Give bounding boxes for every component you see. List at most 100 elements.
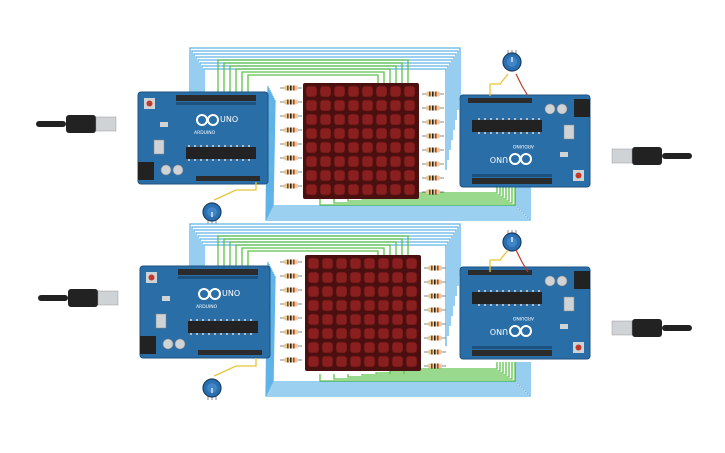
led	[361, 85, 374, 98]
wire	[195, 56, 455, 130]
led	[321, 327, 334, 340]
resistor	[279, 259, 303, 265]
board-brand: ARDUINO	[194, 130, 216, 136]
resistor	[421, 175, 445, 181]
potentiometer-top-left[interactable]	[202, 202, 222, 225]
led	[405, 341, 418, 354]
led	[333, 113, 346, 126]
led	[349, 355, 362, 368]
led	[347, 155, 360, 168]
resistor	[421, 147, 445, 153]
wire	[347, 362, 510, 378]
led	[361, 155, 374, 168]
wire	[229, 65, 397, 96]
led	[377, 257, 390, 270]
led	[307, 341, 320, 354]
wire	[268, 91, 525, 215]
wire	[247, 74, 379, 96]
led	[335, 271, 348, 284]
led	[333, 99, 346, 112]
led	[349, 341, 362, 354]
board-label: UNO	[490, 327, 508, 336]
wire	[235, 68, 391, 96]
potentiometer-top-right[interactable]	[502, 49, 522, 72]
led	[307, 355, 320, 368]
led	[403, 169, 416, 182]
arduino-uno-top-left[interactable]: UNO ARDUINO	[137, 91, 269, 185]
led	[391, 313, 404, 326]
resistor	[421, 189, 445, 195]
led	[321, 355, 334, 368]
resistor	[423, 363, 447, 369]
led	[333, 127, 346, 140]
led	[349, 299, 362, 312]
led	[363, 299, 376, 312]
led	[363, 313, 376, 326]
wire	[333, 186, 513, 204]
led	[307, 257, 320, 270]
arduino-uno-bottom-left[interactable]: UNO ARDUINO	[139, 265, 271, 359]
led	[333, 169, 346, 182]
led	[405, 285, 418, 298]
led	[321, 341, 334, 354]
usb-cable-top-right[interactable]	[611, 146, 693, 166]
board-label: UNO	[220, 115, 238, 124]
usb-cable-top-left[interactable]	[35, 114, 117, 134]
led	[363, 285, 376, 298]
led	[305, 127, 318, 140]
arduino-uno-bottom-right[interactable]: UNO ARDUINO	[459, 266, 591, 360]
led	[321, 299, 334, 312]
led	[307, 285, 320, 298]
led	[389, 85, 402, 98]
led	[375, 127, 388, 140]
board-brand: ARDUINO	[512, 315, 534, 321]
wire	[403, 362, 498, 374]
wire	[489, 249, 509, 272]
led	[375, 169, 388, 182]
led	[361, 169, 374, 182]
led	[377, 271, 390, 284]
resistor	[279, 155, 303, 161]
led	[349, 271, 362, 284]
led	[307, 313, 320, 326]
led	[389, 155, 402, 168]
led	[305, 155, 318, 168]
led	[347, 169, 360, 182]
led	[349, 285, 362, 298]
led	[361, 113, 374, 126]
led	[363, 341, 376, 354]
resistor	[423, 321, 447, 327]
led	[347, 85, 360, 98]
led	[305, 141, 318, 154]
led	[391, 355, 404, 368]
led-matrix-bottom[interactable]	[305, 255, 421, 371]
wire	[229, 241, 397, 272]
usb-cable-bottom-left[interactable]	[37, 288, 119, 308]
resistor	[279, 113, 303, 119]
wire	[347, 186, 510, 202]
led	[333, 141, 346, 154]
led	[375, 113, 388, 126]
arduino-uno-top-right[interactable]: UNO ARDUINO	[459, 94, 591, 188]
wire	[271, 97, 519, 209]
led	[319, 127, 332, 140]
led	[321, 313, 334, 326]
led	[349, 257, 362, 270]
led	[333, 155, 346, 168]
led	[403, 183, 416, 196]
led	[375, 141, 388, 154]
potentiometer-bottom-right[interactable]	[502, 229, 522, 252]
led	[391, 341, 404, 354]
wire	[189, 47, 461, 100]
resistor	[423, 307, 447, 313]
led	[405, 327, 418, 340]
resistor	[421, 133, 445, 139]
board-brand: ARDUINO	[512, 143, 534, 149]
wire	[361, 362, 507, 376]
potentiometer-bottom-left[interactable]	[202, 378, 222, 401]
led	[361, 141, 374, 154]
usb-cable-bottom-right[interactable]	[611, 318, 693, 338]
board-label: UNO	[490, 155, 508, 164]
led-matrix-top[interactable]	[303, 83, 419, 199]
